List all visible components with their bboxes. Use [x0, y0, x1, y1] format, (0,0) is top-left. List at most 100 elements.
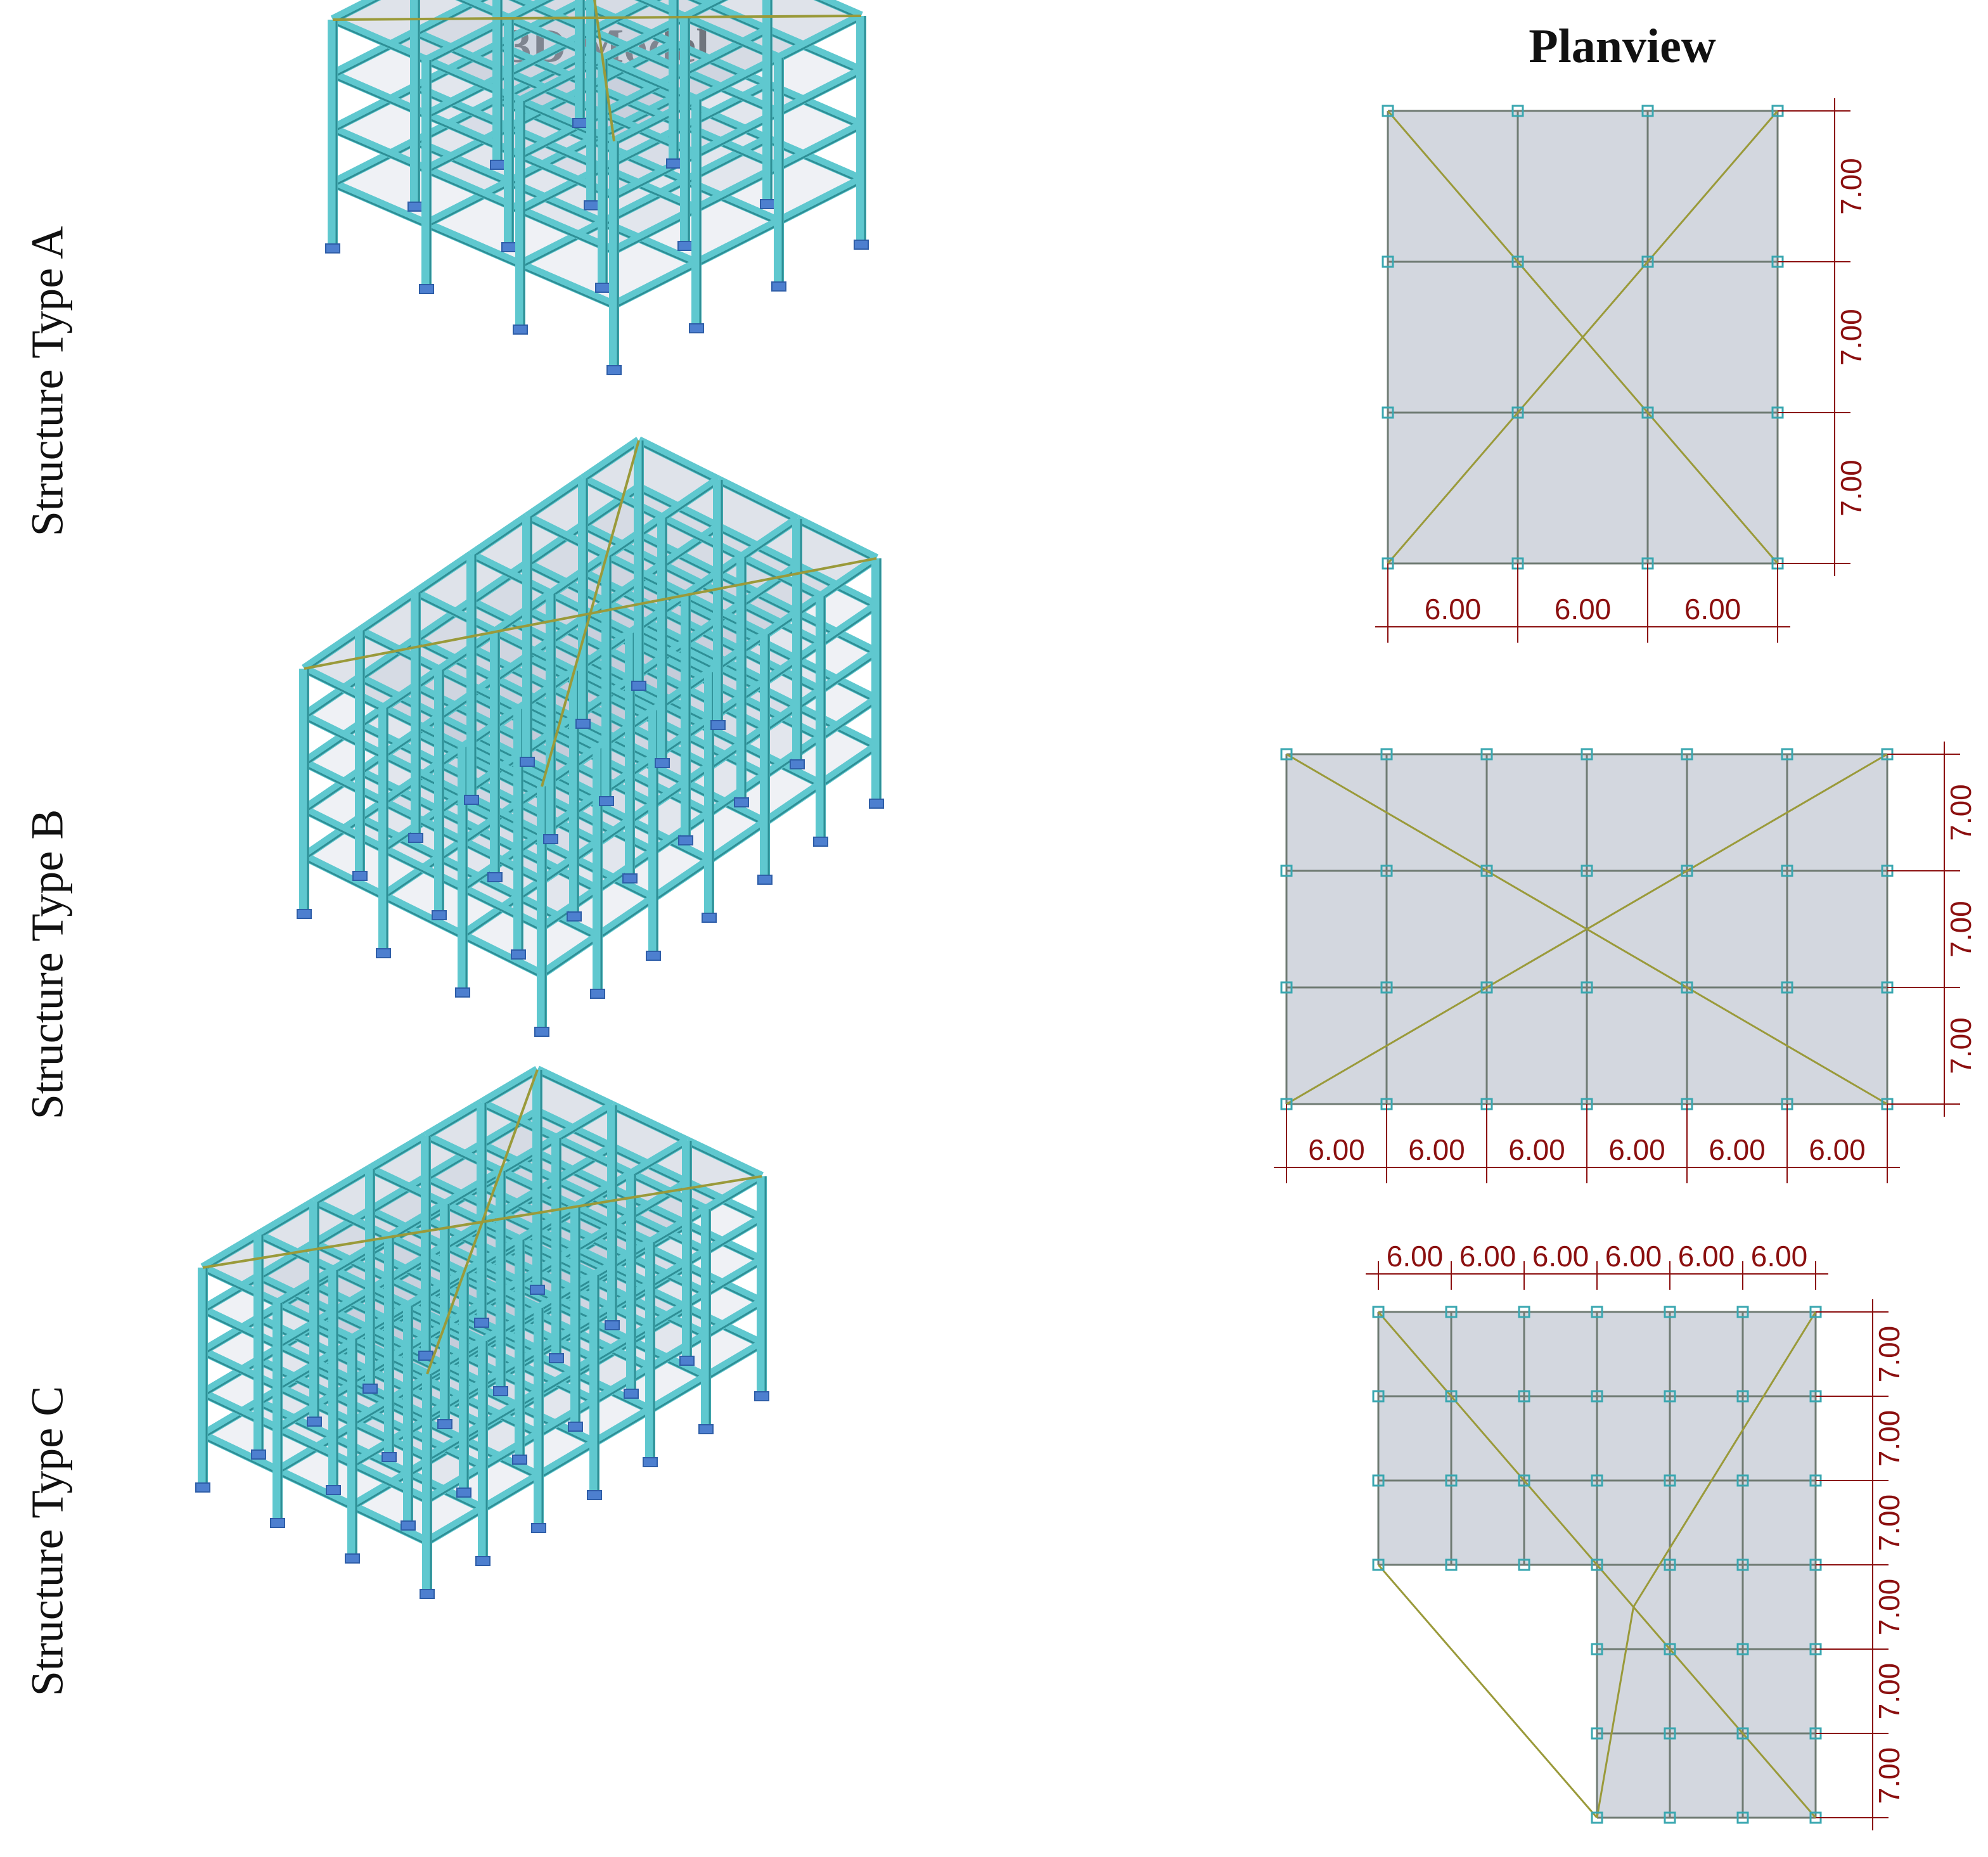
dimension-label-x: 6.00: [1709, 1133, 1766, 1166]
beam-y: [302, 627, 362, 672]
beam-y: [707, 818, 767, 864]
footing: [512, 1455, 527, 1465]
beam-y: [660, 523, 721, 569]
plan-column-node: [1591, 1390, 1603, 1403]
beam-edge: [741, 559, 821, 601]
beam-edge: [304, 764, 384, 806]
beam-edge: [352, 1508, 428, 1546]
footing: [534, 1027, 549, 1037]
plan-brace: [1632, 1311, 1817, 1608]
plan-slab-cell: [1388, 262, 1518, 413]
footing: [456, 1488, 471, 1498]
footing: [490, 160, 505, 170]
beam-edge: [778, 18, 862, 62]
beam-y: [302, 674, 362, 719]
beam-edge: [426, 1343, 484, 1378]
beam-x: [331, 179, 428, 228]
beam-y: [554, 1143, 615, 1185]
plan-column-node: [1781, 748, 1793, 761]
plan-column-node: [1736, 1811, 1749, 1824]
beam-edge: [369, 1254, 446, 1292]
beam-y: [660, 476, 721, 522]
beam-y: [703, 1297, 764, 1339]
row-label-type-c: Structure Type C: [22, 1385, 73, 1697]
beam-y: [442, 1209, 503, 1250]
beam-y: [469, 513, 530, 558]
beam-edge: [537, 1155, 613, 1193]
beam-y: [368, 1173, 428, 1215]
beam-edge: [304, 717, 384, 759]
footing: [606, 365, 622, 375]
beam-edge: [304, 633, 361, 673]
beam-x: [200, 1263, 280, 1308]
beam-edge: [594, 1370, 651, 1405]
beam-y: [683, 0, 729, 22]
beam-edge: [359, 633, 440, 674]
beam-x: [200, 1430, 280, 1475]
beam-edge: [426, 1510, 484, 1546]
beam-edge: [650, 1337, 707, 1372]
plan-slab-cell: [1670, 1565, 1743, 1649]
beam-y: [517, 1202, 578, 1244]
plan-slab-cell: [1451, 1312, 1524, 1396]
beam-edge: [482, 1394, 539, 1429]
footing: [646, 951, 661, 961]
beam-edge: [482, 1352, 539, 1387]
beam-y: [648, 1372, 709, 1414]
beam-y: [442, 1167, 503, 1209]
footing: [307, 1417, 322, 1427]
beam-edge: [612, 1107, 688, 1145]
beam-edge: [797, 521, 877, 563]
plan-column-node: [1736, 1390, 1749, 1403]
beam-y: [648, 1247, 709, 1288]
plan-column-node: [1518, 1390, 1530, 1403]
beam-y: [200, 1314, 261, 1356]
beam-edge: [304, 811, 384, 853]
plan-column-node: [1781, 981, 1793, 994]
beam-edge: [820, 748, 877, 788]
beam-edge: [650, 1295, 707, 1330]
plan-slab-cell: [1648, 262, 1778, 413]
footing: [622, 873, 638, 884]
beam-y: [331, 1233, 392, 1275]
plan-brace: [1387, 110, 1779, 564]
beam-y: [425, 1378, 485, 1420]
beam-y: [536, 1313, 597, 1354]
beam-y: [694, 217, 781, 267]
footing: [376, 948, 391, 958]
plan-column-node: [1641, 255, 1654, 268]
beam-edge: [415, 556, 472, 597]
plan-column-node: [1511, 406, 1524, 419]
beam-edge: [778, 72, 862, 117]
beam-y: [525, 475, 586, 520]
beam-edge: [631, 1343, 707, 1381]
beam-x: [423, 1131, 503, 1176]
plan-column-node: [1445, 1306, 1458, 1318]
dimension-label-y: 7.00: [1944, 901, 1977, 958]
plan-column-node: [1445, 1558, 1458, 1571]
beam-y: [424, 177, 511, 228]
footing: [325, 243, 340, 254]
plan-brace: [1377, 1564, 1598, 1818]
footing: [419, 284, 434, 294]
dimension-label-y: 7.00: [1835, 309, 1868, 366]
beam-edge: [352, 1466, 428, 1504]
footing: [401, 1520, 416, 1531]
beam-x: [381, 704, 465, 752]
beam-y: [703, 1172, 764, 1214]
beam-edge: [482, 1310, 539, 1346]
beam-edge: [463, 1400, 539, 1438]
beam-edge: [778, 127, 862, 171]
beam-edge: [494, 634, 575, 676]
beam-y: [739, 562, 800, 608]
plan-column-node: [1581, 748, 1593, 761]
plan-column-node: [1511, 255, 1524, 268]
beam-edge: [686, 1185, 762, 1223]
plan-slab-cell: [1597, 1481, 1670, 1565]
beam-y: [200, 1230, 261, 1272]
beam-x: [200, 1389, 280, 1433]
beam-edge: [631, 1143, 688, 1178]
beam-x: [683, 591, 767, 639]
footing: [643, 1457, 658, 1467]
beam-edge: [277, 1472, 353, 1510]
